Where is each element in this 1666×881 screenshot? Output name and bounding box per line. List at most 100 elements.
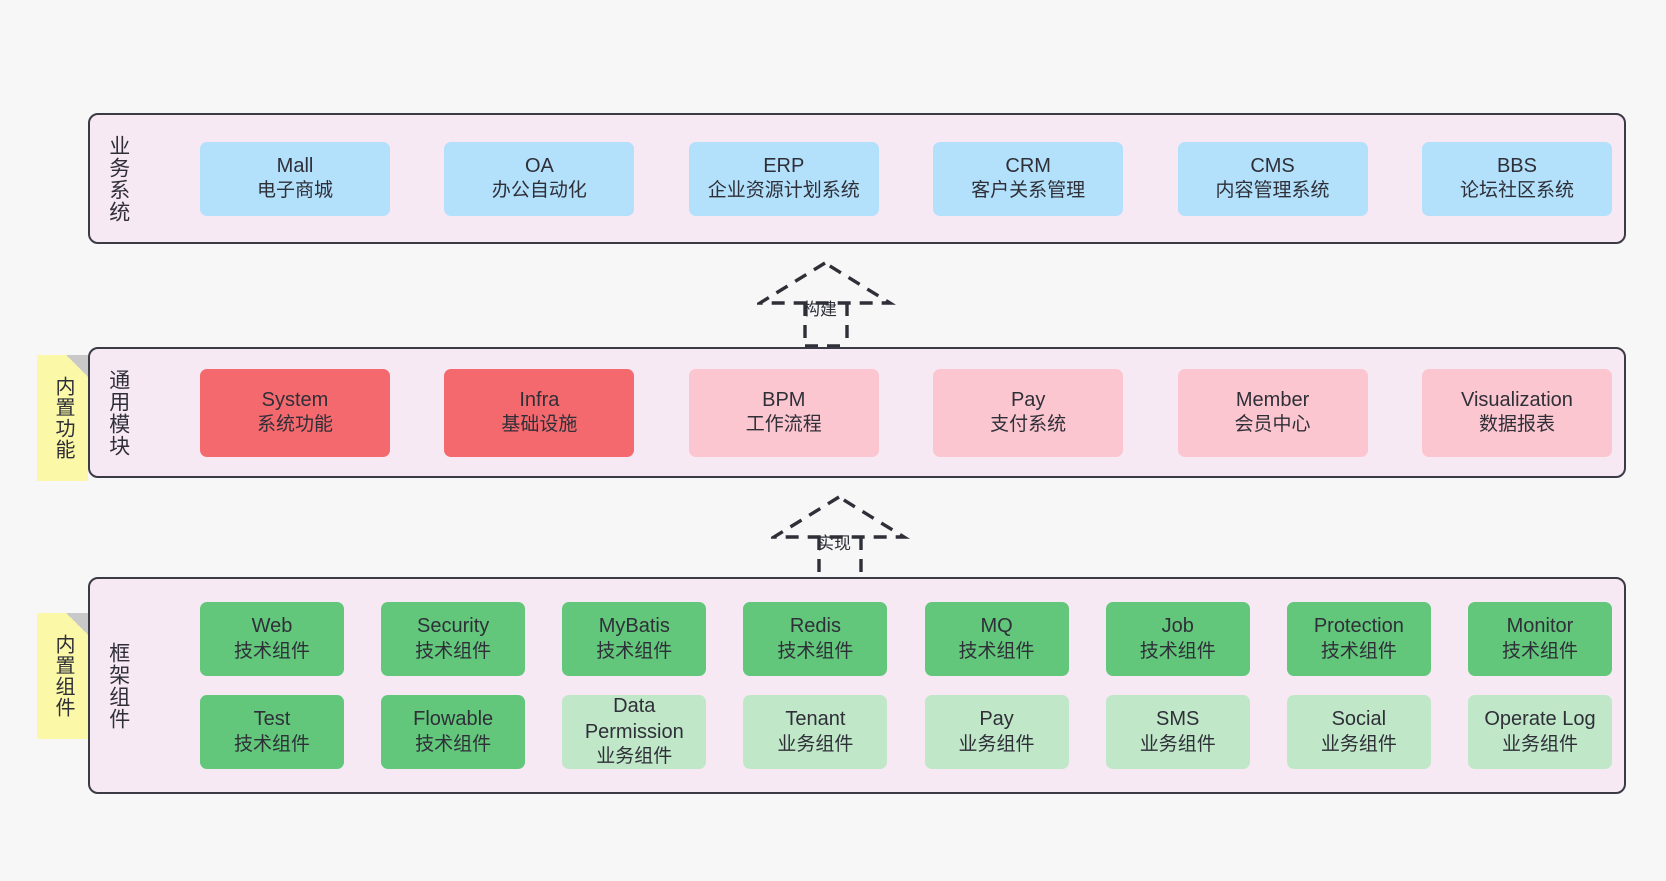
card-title-en: SMS xyxy=(1156,708,1200,731)
card-title-cn: 数据报表 xyxy=(1478,414,1555,436)
card-title-cn: 技术组件 xyxy=(1139,640,1216,662)
card-row: System 系统功能 Infra 基础设施 BPM 工作流程 Pay 支付系统 Member 会… xyxy=(146,368,1612,457)
card-title-cn: 内容管理系统 xyxy=(1215,180,1330,202)
card-title-en: Protection xyxy=(1313,615,1404,638)
card-title-en: Flowable xyxy=(413,708,494,731)
card-title-cn: 业务组件 xyxy=(1320,733,1397,755)
card-bpm[interactable]: BPM 工作流程 xyxy=(688,368,879,457)
card-title-en: Pay xyxy=(1010,388,1046,411)
card-title-cn: 系统功能 xyxy=(256,414,333,436)
connector-build-label: 构建 xyxy=(803,300,837,319)
card-title-en: BPM xyxy=(762,388,806,411)
card-title-cn: 技术组件 xyxy=(233,640,310,662)
card-pay[interactable]: Pay 支付系统 xyxy=(933,368,1124,457)
card-title-cn: 技术组件 xyxy=(1320,640,1397,662)
card-title-en: Monitor xyxy=(1506,615,1574,638)
card-title-en: BBS xyxy=(1496,154,1537,177)
card-title-cn: 技术组件 xyxy=(777,640,854,662)
card-mall[interactable]: Mall 电子商城 xyxy=(200,141,390,216)
card-title-en: CMS xyxy=(1250,154,1295,177)
card-title-en: Member xyxy=(1235,388,1310,411)
card-title-cn: 业务组件 xyxy=(777,733,854,755)
card-title-en: CRM xyxy=(1005,154,1051,177)
card-title-en: Visualization xyxy=(1460,388,1573,411)
card-title-en: Test xyxy=(253,708,291,731)
card-title-en: Mall xyxy=(276,154,314,177)
card-title-en: Web xyxy=(251,615,293,638)
card-title-en: System xyxy=(261,388,329,411)
card-title-cn: 办公自动化 xyxy=(491,180,587,202)
card-title-cn: 论坛社区系统 xyxy=(1459,180,1574,202)
layer-title-common-module: 通用模块 xyxy=(106,368,130,457)
connector-implement-label: 实现 xyxy=(817,534,851,553)
connector-implement: 实现 xyxy=(767,492,911,582)
layer-common-module: 通用模块 System 系统功能 Infra 基础设施 BPM 工作流程 Pay 支付系统 Me… xyxy=(88,347,1626,478)
card-title-cn: 业务组件 xyxy=(1139,733,1216,755)
card-title-cn: 技术组件 xyxy=(1501,640,1578,662)
layer-title-business-system: 业务系统 xyxy=(106,134,130,223)
card-title-cn: 业务组件 xyxy=(596,746,673,768)
card-title-en: MyBatis xyxy=(598,615,670,638)
note-built-in-component: 内置组件 xyxy=(37,613,88,739)
card-title-en: Infra xyxy=(519,388,560,411)
card-title-cn: 技术组件 xyxy=(415,640,492,662)
card-title-en: Redis xyxy=(789,615,841,638)
card-title-en: Tenant xyxy=(785,708,846,731)
card-title-cn: 电子商城 xyxy=(256,180,333,202)
card-title-cn: 支付系统 xyxy=(990,414,1067,436)
card-title-en: OA xyxy=(524,154,554,177)
card-visualization[interactable]: Visualization 数据报表 xyxy=(1421,368,1612,457)
card-title-cn: 技术组件 xyxy=(958,640,1035,662)
note-built-in-function: 内置功能 xyxy=(37,355,88,481)
card-cms[interactable]: CMS 内容管理系统 xyxy=(1177,141,1368,216)
layer-body-common-module: System 系统功能 Infra 基础设施 BPM 工作流程 Pay 支付系统 Member 会… xyxy=(146,349,1626,476)
card-title-cn: 业务组件 xyxy=(1501,733,1578,755)
card-title-en: ERP xyxy=(763,154,805,177)
card-title-en: Social xyxy=(1331,708,1387,731)
card-system[interactable]: System 系统功能 xyxy=(200,368,390,457)
card-title-en: Job xyxy=(1161,615,1194,638)
card-bbs[interactable]: BBS 论坛社区系统 xyxy=(1421,141,1612,216)
connector-build-arrow xyxy=(753,261,897,348)
card-infra[interactable]: Infra 基础设施 xyxy=(444,368,635,457)
card-title-cn: 工作流程 xyxy=(745,414,822,436)
card-title-cn: 基础设施 xyxy=(501,414,578,436)
card-title-cn: 业务组件 xyxy=(958,733,1035,755)
connector-build: 构建 xyxy=(753,258,897,348)
card-title-cn: 会员中心 xyxy=(1234,414,1311,436)
card-title-cn: 技术组件 xyxy=(415,733,492,755)
card-title-en: MQ xyxy=(980,615,1013,638)
card-title-cn: 技术组件 xyxy=(596,640,673,662)
card-title-cn: 技术组件 xyxy=(233,733,310,755)
layer-title-framework-component: 框架组件 xyxy=(106,641,130,730)
card-title-en: Operate Log xyxy=(1484,708,1596,731)
card-oa[interactable]: OA 办公自动化 xyxy=(444,141,635,216)
card-member[interactable]: Member 会员中心 xyxy=(1177,368,1368,457)
